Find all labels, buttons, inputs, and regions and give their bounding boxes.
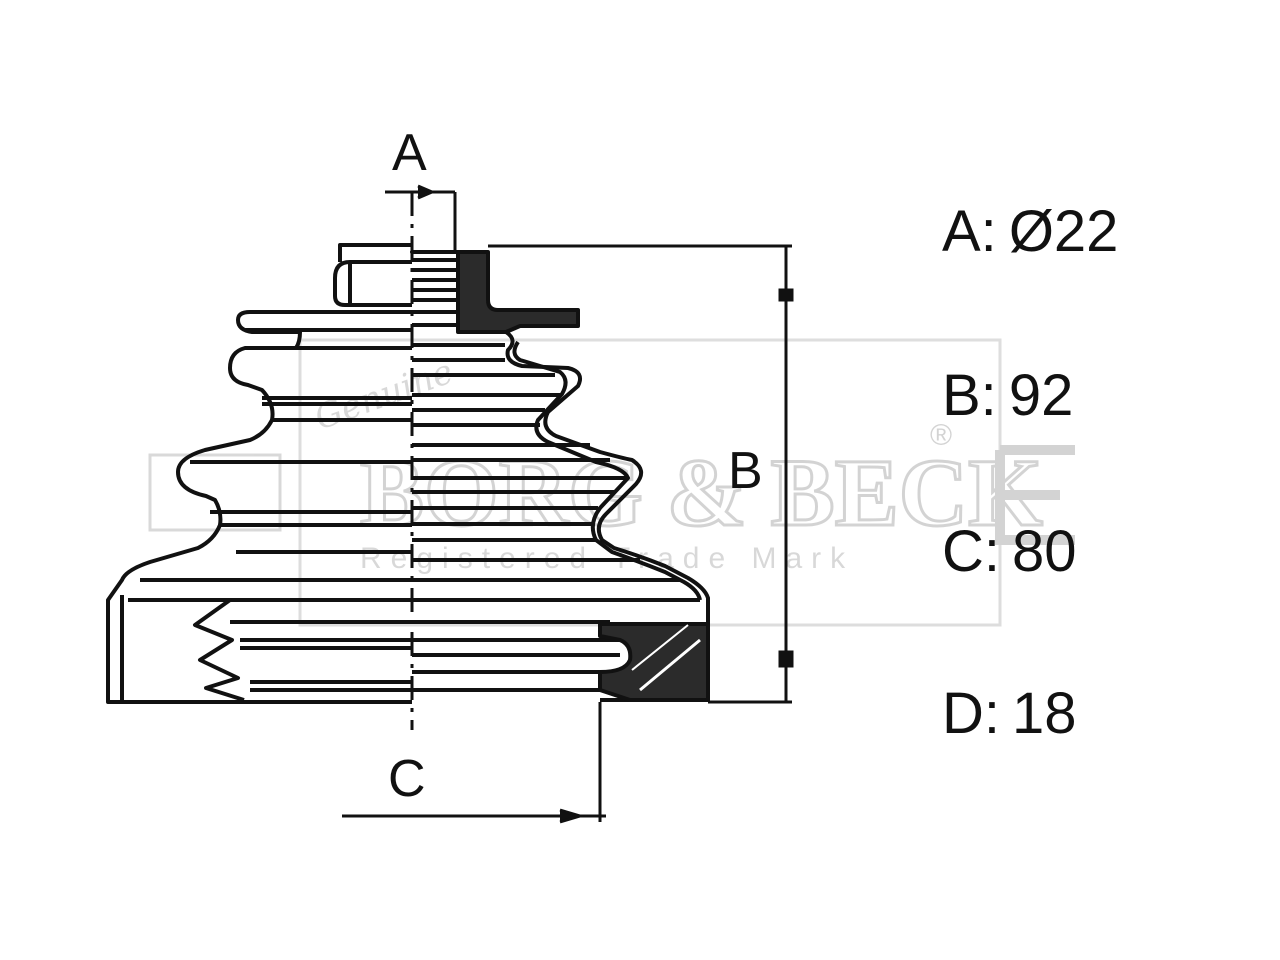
spec-c-value: 80: [1012, 519, 1077, 584]
spec-d: D:18: [942, 680, 1077, 747]
spec-b-key: B:: [942, 363, 997, 428]
watermark-bar: [148, 453, 282, 532]
boot-section: [410, 250, 710, 702]
section-bellows: [504, 330, 710, 702]
spec-d-value: 18: [1012, 681, 1077, 746]
watermark-registered: ®: [930, 419, 952, 452]
dimension-c: [342, 702, 606, 824]
spec-a-value: Ø22: [1008, 199, 1119, 264]
watermark-letter-e: [995, 445, 1075, 545]
spec-a-key: A:: [942, 199, 997, 264]
dimension-a: [385, 184, 457, 252]
spec-b-value: 92: [1008, 363, 1074, 428]
section-top-collar: [410, 250, 580, 334]
boot-outline: [106, 243, 412, 704]
watermark: Genuine BORG & BECK ® Registered Trade M…: [148, 338, 1075, 627]
spec-a: A:Ø22: [942, 198, 1118, 265]
dimension-label-b: B: [728, 442, 763, 500]
spec-c-key: C:: [942, 519, 1000, 584]
spec-b: B:92: [942, 362, 1073, 429]
dimension-label-c: C: [388, 750, 426, 808]
dimension-label-a: A: [392, 124, 427, 182]
dimension-b: [488, 244, 794, 704]
spec-d-key: D:: [942, 681, 1000, 746]
spec-c: C:80: [942, 518, 1077, 585]
section-bottom-collar: [598, 622, 710, 702]
